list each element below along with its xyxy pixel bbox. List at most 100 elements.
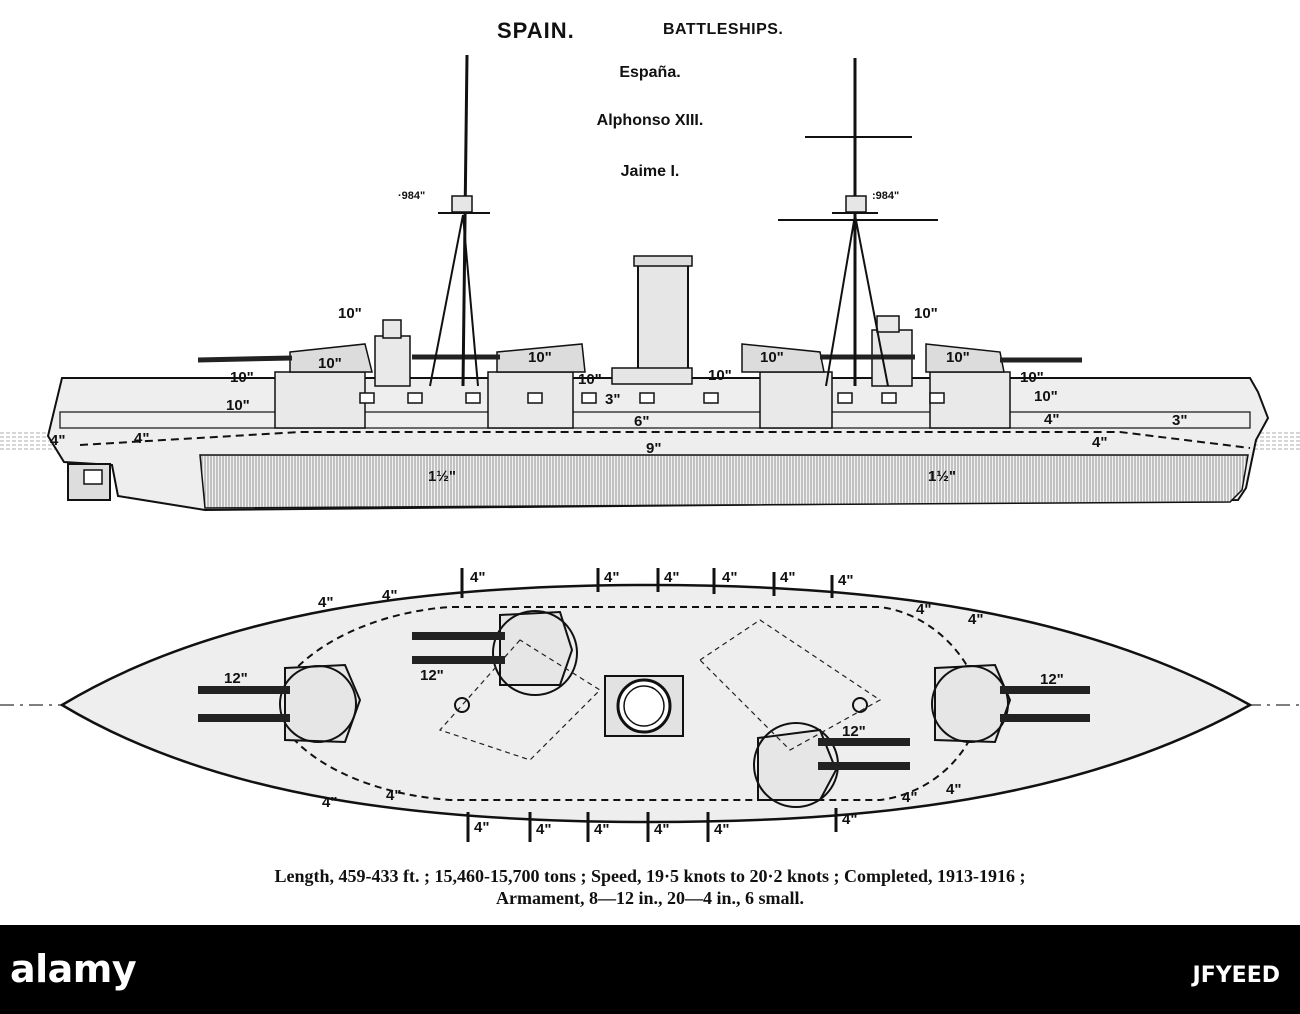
- gun-barrels-profile: [197, 354, 1082, 363]
- underwater-hull: [199, 454, 1249, 509]
- mast-plan-fwd: [454, 697, 470, 713]
- spec-line-1: Length, 459-433 ft. ; 15,460-15,700 tons…: [274, 866, 1026, 886]
- funnel-plan-ring: [616, 678, 672, 734]
- profile-labels: ·984" :984" 10" 10" 10" 10" 10" 10" 10" 10" 10" 10"…: [50, 190, 1187, 485]
- label-4in-plan-5: 4": [780, 569, 795, 586]
- yards: [438, 136, 938, 221]
- label-4in-plan-7: 4": [318, 594, 333, 611]
- category-title: BATTLESHIPS.: [663, 21, 784, 38]
- label-4in-plan-8: 4": [382, 587, 397, 604]
- label-10in-casemate: 10": [578, 371, 602, 388]
- main-guns-plan: [198, 632, 1090, 770]
- aft-casemate: [759, 371, 833, 429]
- label-12in-turret-c: 12": [842, 723, 866, 740]
- bridge-fwd: [374, 335, 411, 387]
- spec-line-2: Armament, 8—12 in., 20—4 in., 6 small.: [496, 888, 804, 908]
- label-4in-bow: 4": [50, 432, 65, 449]
- label-4in-plan-19: 4": [902, 789, 917, 806]
- fwd-barbette-profile: [274, 371, 366, 429]
- brand-logo: alamy: [10, 947, 137, 991]
- label-4in-plan-10: 4": [968, 611, 983, 628]
- label-rangefinder-fwd: ·984": [398, 190, 425, 202]
- label-4in-plan-14: 4": [536, 821, 551, 838]
- label-3in-battery: 3": [605, 391, 620, 408]
- ship-name-3: Jaime I.: [620, 163, 680, 180]
- label-4in-plan-12: 4": [386, 787, 401, 804]
- image-id: JFYEED: [1192, 963, 1280, 988]
- label-1-5in-fwd: 1½": [428, 468, 456, 485]
- mast-struts: [429, 214, 889, 387]
- label-4in-stern: 4": [1092, 434, 1107, 451]
- label-10in-turret-a: 10": [318, 355, 342, 372]
- funnel-base: [611, 367, 693, 385]
- armour-deck-line: [79, 431, 1251, 449]
- rangefinder-aft: [845, 195, 867, 213]
- label-9in-belt: 9": [646, 440, 661, 457]
- turret-ring-b: [492, 610, 578, 696]
- plan-view: [0, 568, 1300, 842]
- label-1-5in-aft: 1½": [928, 468, 956, 485]
- funnel: [637, 259, 689, 373]
- aft-control: [876, 315, 900, 333]
- label-10in-casemate-aft: 10": [708, 367, 732, 384]
- mast-plan-aft: [852, 697, 868, 713]
- label-12in-turret-d: 12": [1040, 671, 1064, 688]
- turret-b: [496, 343, 586, 373]
- label-4in-aft: 4": [1044, 411, 1059, 428]
- conning-tower: [382, 319, 402, 339]
- label-4in-plan-15: 4": [594, 821, 609, 838]
- label-4in-plan-17: 4": [714, 821, 729, 838]
- plan-labels: 12" 12" 12" 12" 4" 4" 4" 4" 4" 4" 4" 4" 4" 4" 4" 4" 4" 4"…: [224, 569, 1064, 838]
- armour-belt: [59, 411, 1251, 429]
- fire-arcs: [438, 619, 882, 761]
- rudder: [67, 463, 111, 501]
- turret-ring-d: [931, 665, 1009, 743]
- rangefinder-fwd: [451, 195, 473, 213]
- label-4in-fwd: 4": [134, 430, 149, 447]
- label-10in-turret-c: 10": [760, 349, 784, 366]
- label-4in-plan-4: 4": [722, 569, 737, 586]
- label-10in-belt-aft: 10": [1034, 388, 1058, 405]
- gun-ports: [359, 392, 945, 404]
- label-12in-turret-a: 12": [224, 670, 248, 687]
- barbette-a: [284, 663, 362, 744]
- funnel-cap: [633, 255, 693, 267]
- label-10in-aft-control: 10": [914, 305, 938, 322]
- label-10in-turret-b: 10": [528, 349, 552, 366]
- funnel-plan-inner: [623, 685, 665, 727]
- barbette-d: [934, 663, 1012, 744]
- label-10in-belt-fwd: 10": [226, 397, 250, 414]
- label-12in-turret-b: 12": [420, 667, 444, 684]
- barbette-b: [499, 610, 574, 686]
- label-10in-barbette-aft: 10": [1020, 369, 1044, 386]
- turret-c: [741, 343, 825, 373]
- label-4in-plan-11: 4": [322, 794, 337, 811]
- ship-name-2: Alphonso XIII.: [596, 112, 704, 129]
- label-4in-plan-3: 4": [664, 569, 679, 586]
- side-profile: [0, 54, 1300, 512]
- label-10in-conning: 10": [338, 305, 362, 322]
- turret-ring-a: [279, 665, 357, 743]
- label-4in-plan-18: 4": [842, 811, 857, 828]
- label-4in-plan-6: 4": [838, 572, 853, 589]
- barbette-c: [757, 728, 838, 801]
- watermark-footer: alamy JFYEED: [0, 925, 1300, 1014]
- country-title: SPAIN.: [497, 18, 575, 43]
- label-10in-turret-d: 10": [946, 349, 970, 366]
- label-4in-plan-1: 4": [470, 569, 485, 586]
- turret-d: [925, 343, 1005, 373]
- label-4in-plan-20: 4": [946, 781, 961, 798]
- label-4in-plan-2: 4": [604, 569, 619, 586]
- label-4in-plan-16: 4": [654, 821, 669, 838]
- turret-a: [289, 343, 373, 373]
- label-6in-belt: 6": [634, 413, 649, 430]
- label-4in-plan-13: 4": [474, 819, 489, 836]
- ship-name-1: España.: [619, 64, 681, 81]
- rudder-post: [83, 469, 103, 485]
- ship-drawing: ·984" :984" 10" 10" 10" 10" 10" 10" 10" 10" 10" 10"…: [0, 54, 1300, 842]
- masts: [461, 54, 857, 387]
- secondary-guns-plan: [460, 568, 838, 842]
- ship-plate: ·984" :984" 10" 10" 10" 10" 10" 10" 10" 10" 10" 10"…: [0, 18, 1300, 908]
- label-10in-barbette: 10": [230, 369, 254, 386]
- label-rangefinder-aft: :984": [872, 190, 899, 202]
